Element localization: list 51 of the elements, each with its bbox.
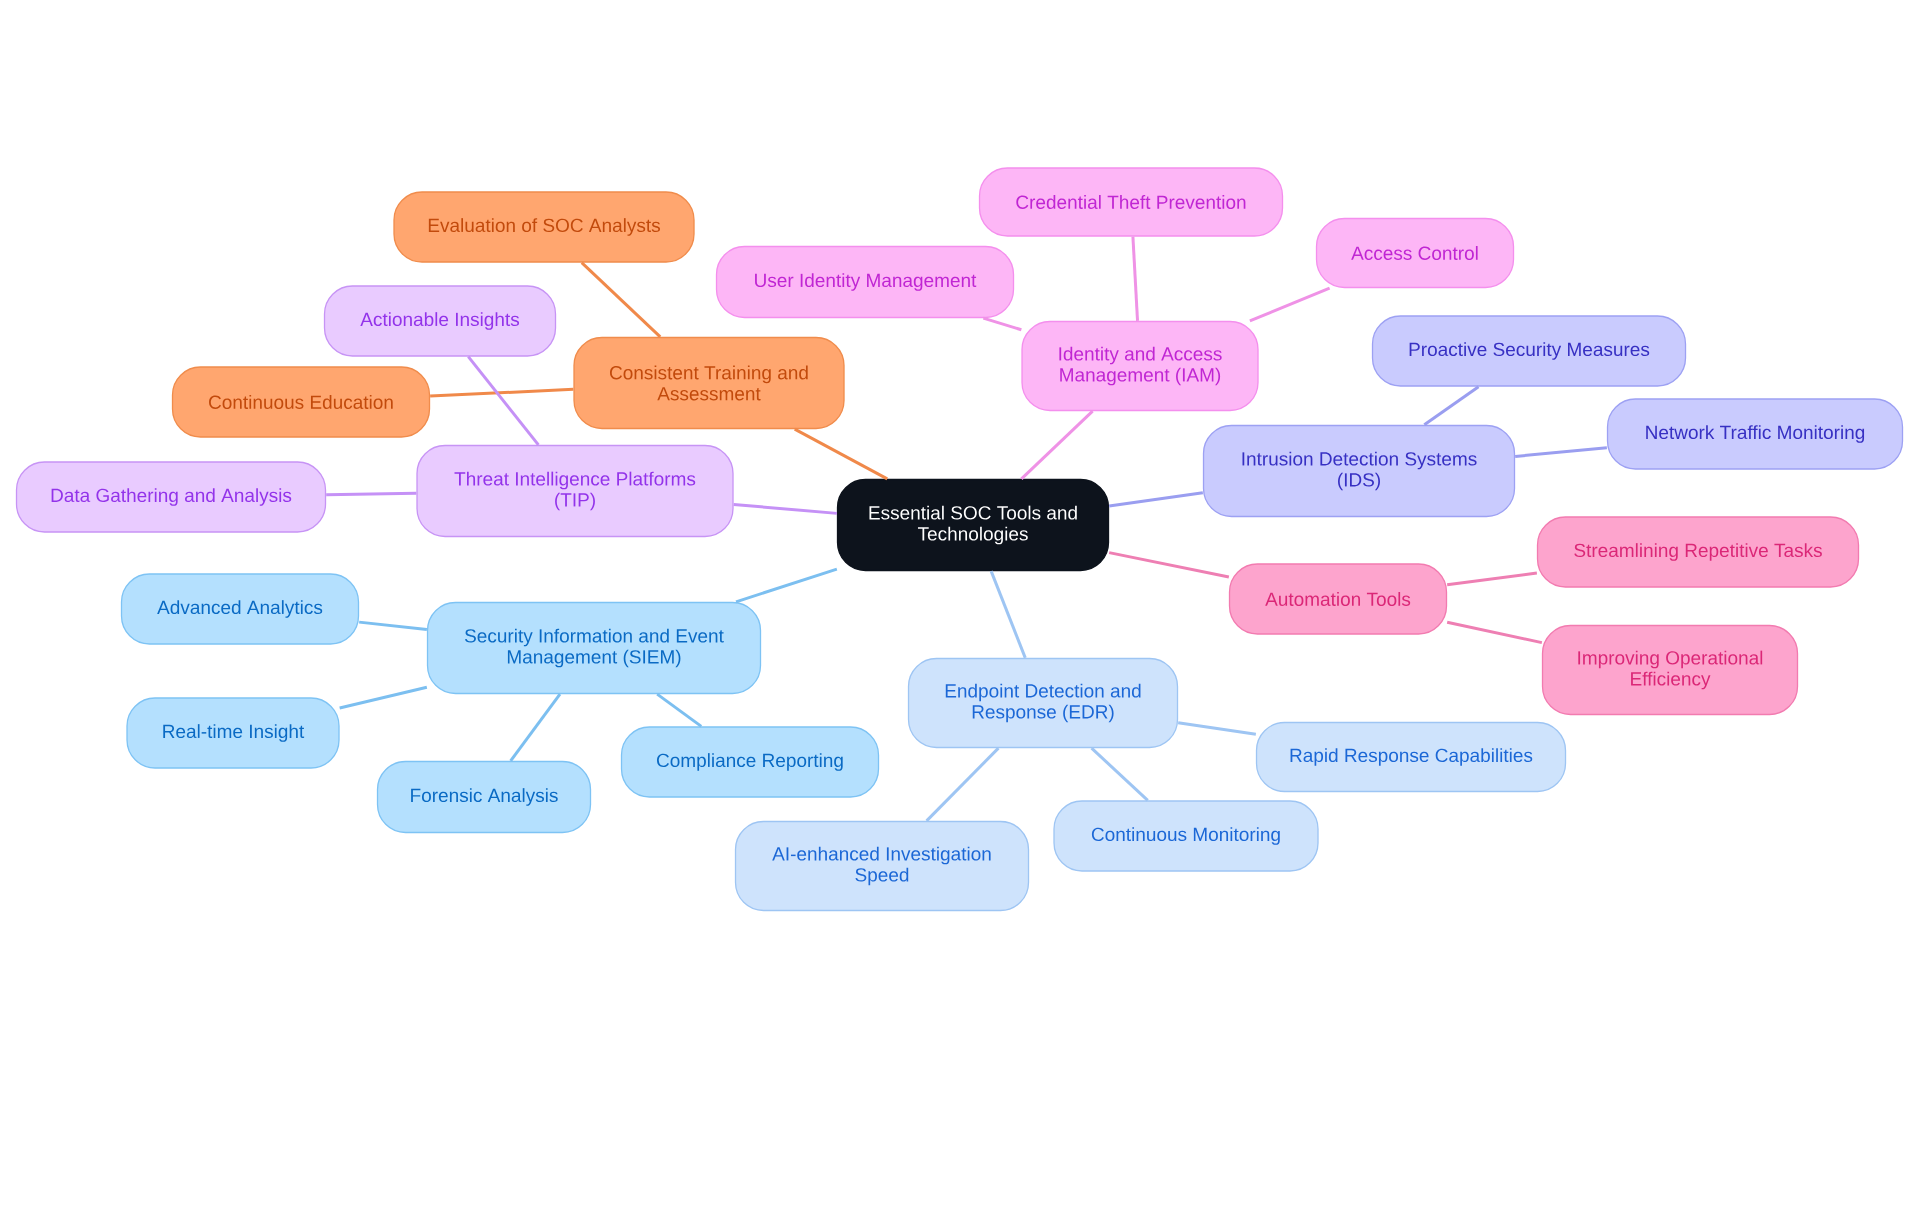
connector-line (1020, 410, 1094, 480)
subtopic-box: Actionable Insights (323, 285, 557, 357)
connector-line (982, 316, 1022, 332)
subtopic-box: Improving Operational Efficiency (1541, 624, 1799, 716)
connector-line (339, 685, 428, 710)
connector-line (359, 620, 428, 632)
subtopic-box: AI-enhanced Investigation Speed (734, 820, 1030, 912)
subtopic-box: Rapid Response Capabilities (1255, 721, 1567, 793)
topic-box: Consistent Training and Assessment (573, 336, 845, 430)
subtopic-box: Proactive Security Measures (1371, 315, 1687, 387)
connector-line (656, 692, 703, 728)
central-topic-box: Essential SOC Tools and Technologies (836, 478, 1110, 572)
subtopic-box: Network Traffic Monitoring (1606, 398, 1904, 470)
connector-line (735, 567, 838, 604)
topic-box: Automation Tools (1228, 563, 1448, 635)
connector-line (1108, 491, 1204, 508)
connector-line (1423, 385, 1480, 427)
subtopic-box: User Identity Management (715, 245, 1015, 319)
subtopic-box: Streamlining Repetitive Tasks (1536, 516, 1860, 588)
connector-line (1090, 747, 1149, 802)
subtopic-box: Evaluation of SOC Analysts (393, 191, 695, 263)
topic-box: Intrusion Detection Systems (IDS) (1202, 424, 1516, 518)
connector-line (1177, 721, 1257, 736)
subtopic-box: Advanced Analytics (120, 573, 360, 645)
connector-line (1131, 236, 1140, 321)
connector-line (1446, 571, 1538, 587)
connector-line (989, 570, 1027, 659)
connector-line (1515, 446, 1607, 458)
connector-line (1108, 551, 1230, 579)
topic-box: Endpoint Detection and Response (EDR) (907, 657, 1179, 749)
connector-line (794, 427, 888, 481)
subtopic-box: Continuous Education (171, 366, 431, 438)
connector-line (1249, 286, 1331, 323)
subtopic-box: Access Control (1315, 217, 1515, 289)
topic-box: Identity and Access Management (IAM) (1021, 320, 1259, 412)
connector-line (430, 387, 574, 398)
subtopic-box: Credential Theft Prevention (978, 167, 1284, 237)
subtopic-box: Compliance Reporting (620, 726, 880, 798)
connector-line (467, 355, 540, 446)
subtopic-box: Real-time Insight (126, 697, 340, 769)
topic-box: Threat Intelligence Platforms (TIP) (416, 444, 734, 538)
connector-line (326, 491, 417, 497)
subtopic-box: Data Gathering and Analysis (15, 461, 327, 533)
subtopic-box: Continuous Monitoring (1053, 800, 1319, 872)
connector-line (733, 503, 837, 515)
connector-line (925, 747, 1000, 822)
connector-line (1446, 620, 1543, 645)
subtopic-box: Forensic Analysis (376, 760, 592, 834)
topic-box: Security Information and Event Management (SIEM) (426, 601, 762, 695)
connector-line (580, 261, 662, 338)
connector-line (509, 693, 562, 762)
